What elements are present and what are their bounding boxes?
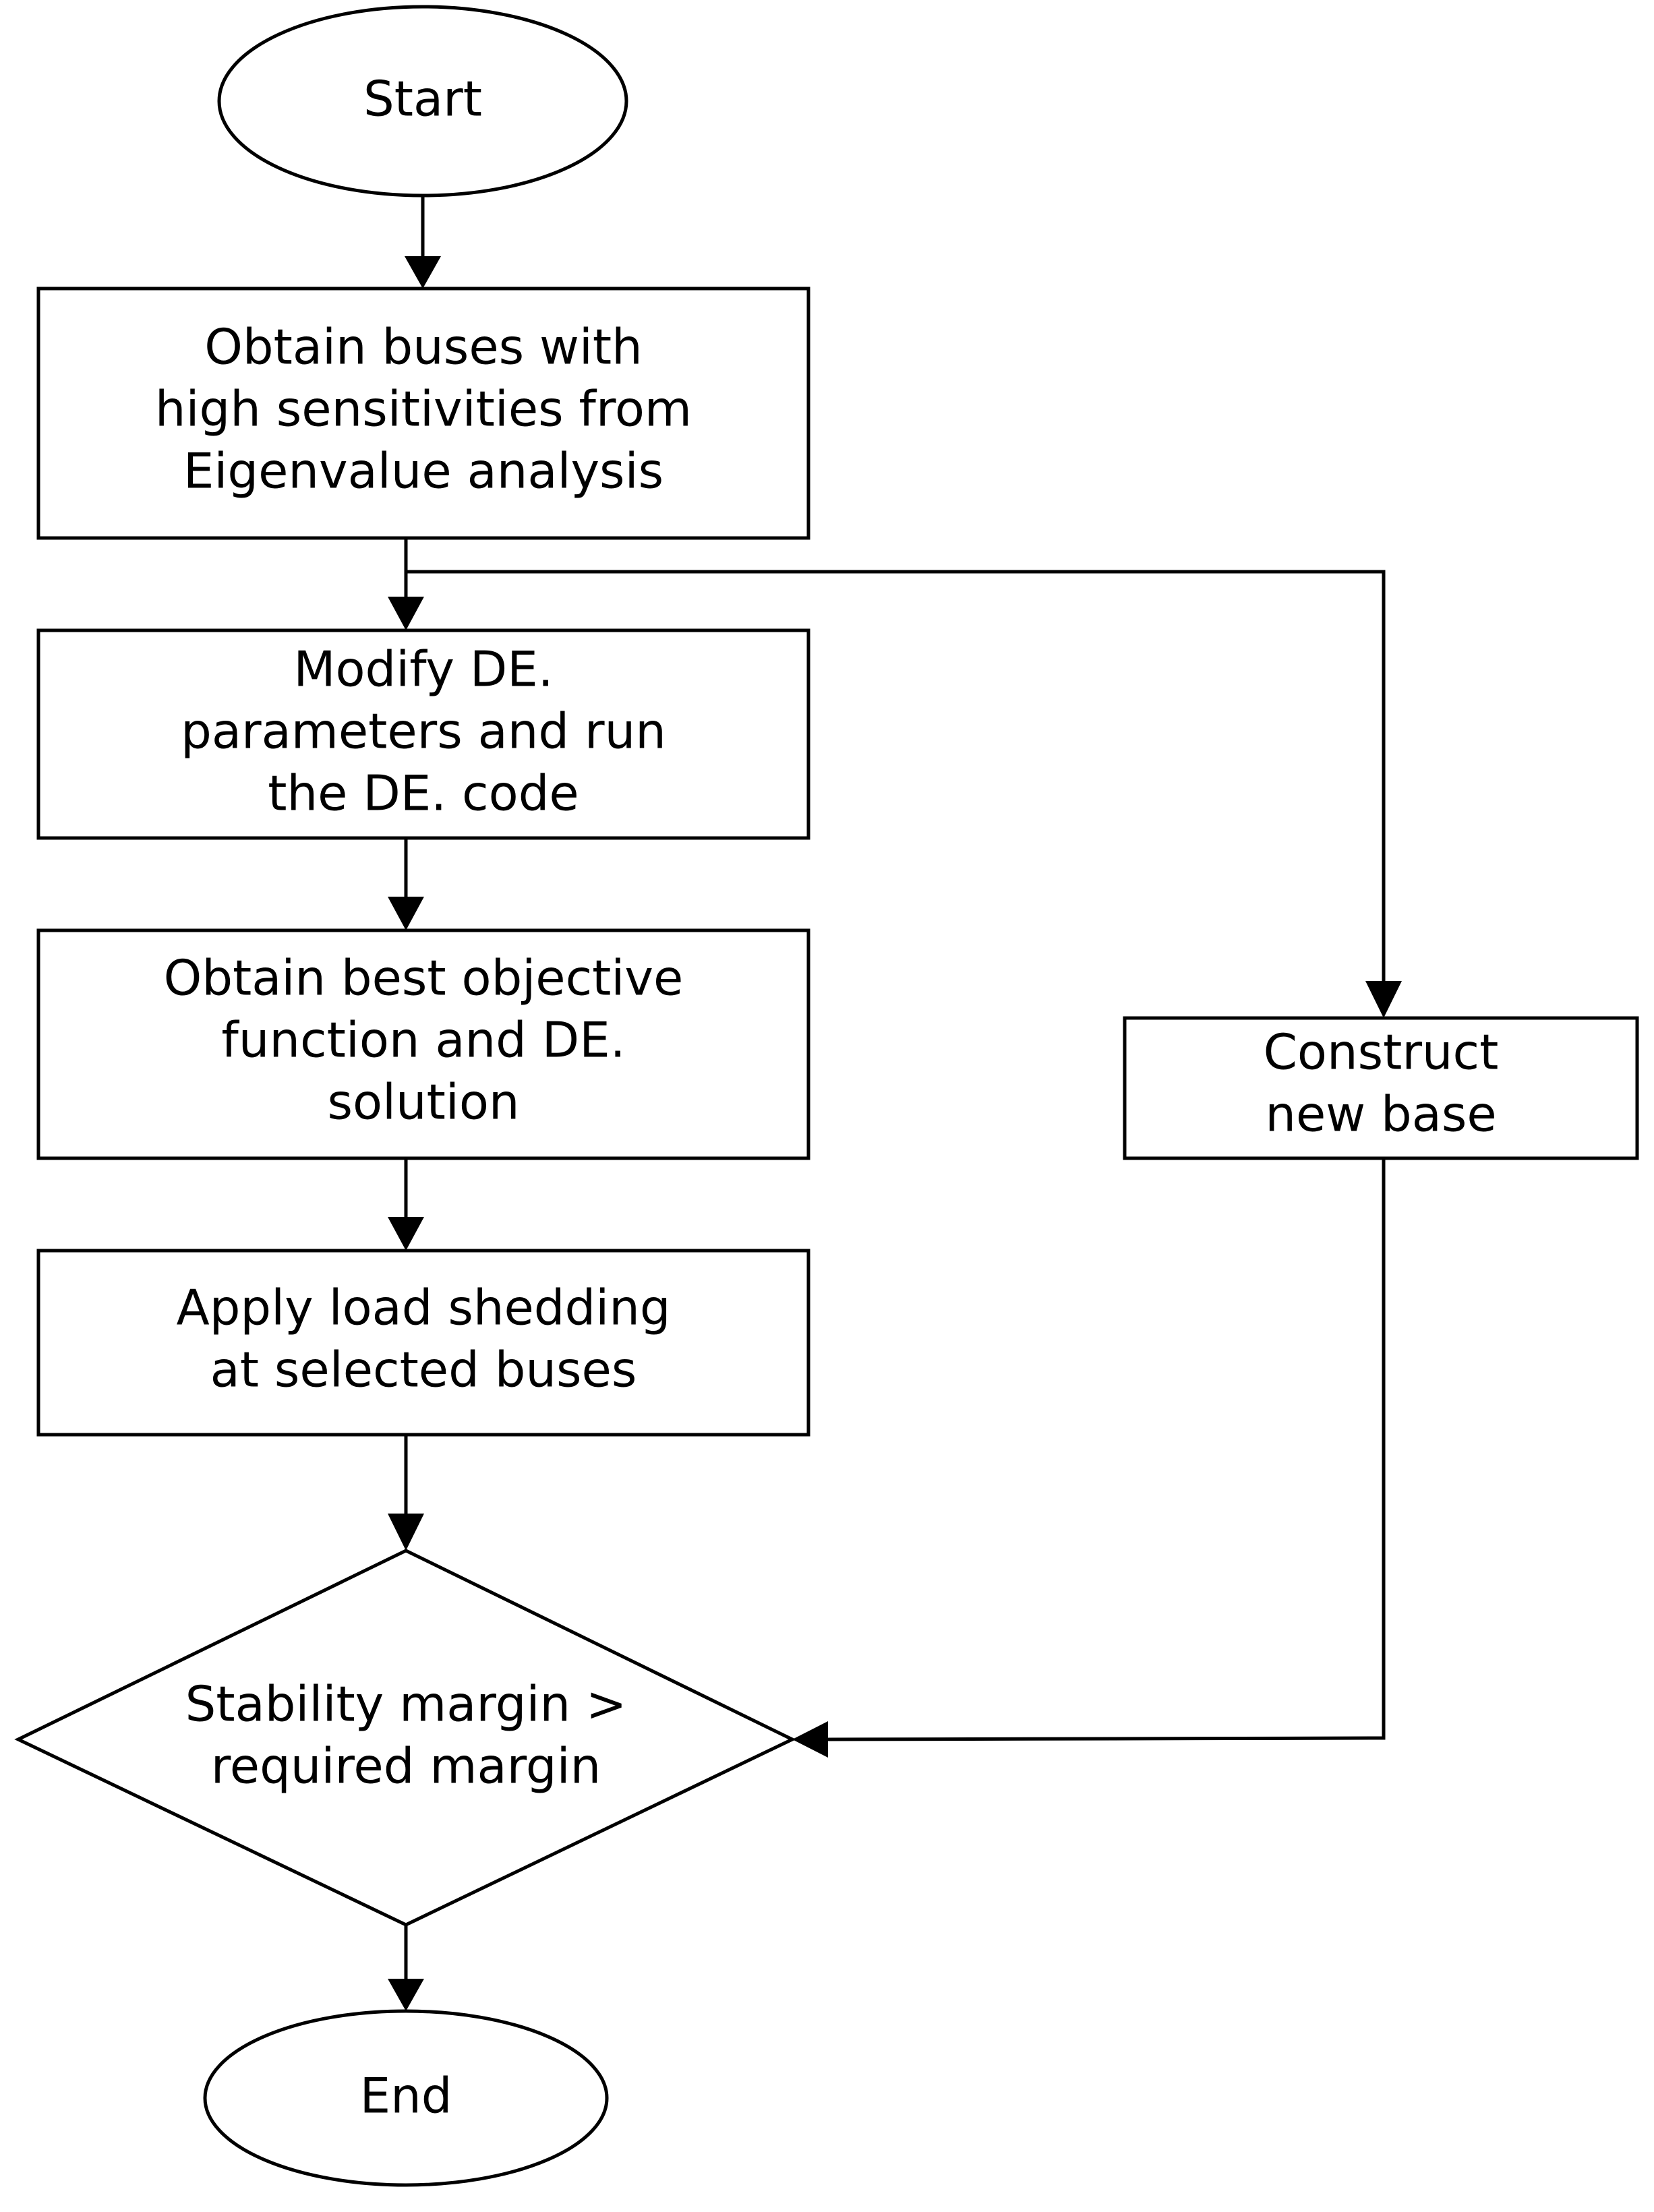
arrowhead-stability-check-side <box>792 1721 828 1758</box>
start-ellipse <box>217 5 628 198</box>
connector-construct-base-to-stability-check <box>827 1158 1386 1741</box>
obtain-buses-line-2: high sensitivities from <box>155 381 692 438</box>
construct-base-box <box>1123 1016 1639 1160</box>
obtain-best-box <box>36 928 810 1160</box>
construct-base-line-1: Construct <box>1264 1024 1499 1081</box>
stability-decision-diamond <box>14 1549 796 1927</box>
construct-base-step: Construct new base <box>1123 1016 1639 1160</box>
apply-shedding-line-2: at selected buses <box>210 1342 637 1398</box>
obtain-best-line-2: function and DE. <box>221 1012 625 1069</box>
obtain-buses-line-3: Eigenvalue analysis <box>183 443 663 500</box>
stability-decision: Stability margin > required margin <box>14 1549 796 1927</box>
modify-de-step: Modify DE. parameters and run the DE. co… <box>36 628 810 840</box>
stability-decision-line-1: Stability margin > <box>185 1676 627 1733</box>
arrowhead-obtain-best <box>388 897 424 930</box>
arrowhead-stability-check <box>388 1514 424 1551</box>
obtain-best-line-1: Obtain best objective <box>164 950 684 1007</box>
end-ellipse <box>203 2009 609 2187</box>
construct-base-line-2: new base <box>1265 1086 1496 1143</box>
obtain-buses-step: Obtain buses with high sensitivities fro… <box>36 287 810 540</box>
apply-shedding-line-1: Apply load shedding <box>176 1280 670 1336</box>
arrowhead-apply-shedding <box>388 1217 424 1251</box>
modify-de-line-2: parameters and run <box>181 703 666 760</box>
stability-decision-line-2: required margin <box>211 1738 601 1795</box>
end-terminator: End <box>203 2009 609 2187</box>
start-label: Start <box>363 71 482 127</box>
arrowhead-modify-de <box>388 597 424 630</box>
obtain-buses-line-1: Obtain buses with <box>204 319 643 376</box>
end-label: End <box>360 2068 452 2124</box>
modify-de-line-1: Modify DE. <box>293 641 553 698</box>
obtain-best-line-3: solution <box>327 1074 519 1131</box>
modify-de-line-3: the DE. code <box>268 765 579 822</box>
connectors <box>388 196 1402 2011</box>
obtain-best-step: Obtain best objective function and DE. s… <box>36 928 810 1160</box>
apply-shedding-box <box>36 1249 810 1437</box>
start-terminator: Start <box>217 5 628 198</box>
apply-shedding-step: Apply load shedding at selected buses <box>36 1249 810 1437</box>
connector-loop-to-construct-base <box>406 570 1386 981</box>
arrowhead-construct-base <box>1365 981 1402 1018</box>
arrowhead-obtain-buses <box>405 256 441 289</box>
arrowhead-end <box>388 1979 424 2011</box>
obtain-buses-box <box>36 287 810 540</box>
modify-de-box <box>36 628 810 840</box>
